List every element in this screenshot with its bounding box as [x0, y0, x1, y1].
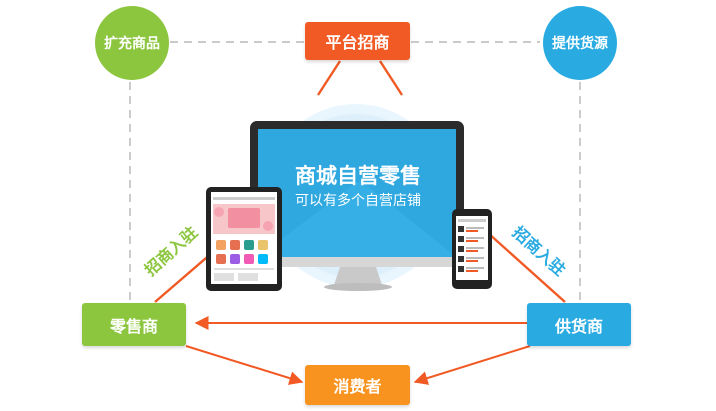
node-expand-products: 扩充商品 [95, 6, 169, 80]
monitor-subtitle: 可以有多个自营店铺 [295, 193, 421, 209]
desktop-monitor-icon [250, 121, 464, 291]
dashed-connectors [129, 41, 581, 300]
node-supplier: 供货商 [527, 303, 631, 346]
tablet-device-icon [206, 187, 282, 291]
phone-device-icon [452, 209, 492, 289]
flow-arrows [185, 316, 531, 385]
node-provide-supply: 提供货源 [543, 6, 617, 80]
node-consumer: 消费者 [305, 365, 410, 405]
node-platform-merchants: 平台招商 [305, 22, 410, 60]
monitor-title: 商城自营零售 [295, 164, 421, 188]
node-retailer: 零售商 [82, 303, 186, 346]
